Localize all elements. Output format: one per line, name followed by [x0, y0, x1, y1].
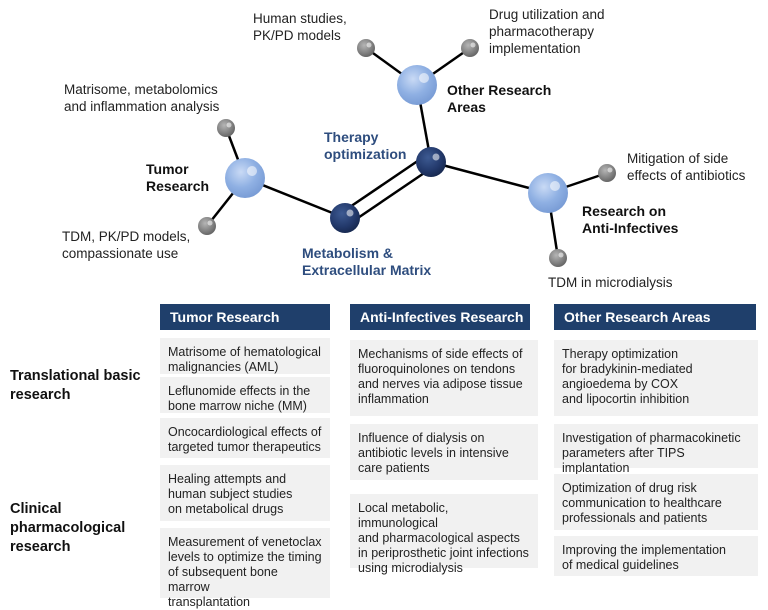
leaf-label-mitigation: Mitigation of side effects of antibiotic… — [627, 151, 746, 183]
leaf-label-human-studies: Human studies, PK/PD models — [253, 11, 347, 43]
row-label-translational: Translational basic research — [10, 368, 141, 403]
hub-node-other — [397, 65, 437, 105]
hub-node-antiinfectives — [528, 173, 568, 213]
tumor-box-3: Oncocardiological effects of targeted tu… — [160, 418, 330, 458]
hub-label-tumor: Tumor Research — [146, 161, 210, 194]
anti-box-3: Local metabolic, immunological and pharm… — [350, 494, 538, 575]
other-box-3: Optimization of drug risk communication … — [554, 474, 758, 530]
tumor-box-2: Leflunomide effects in the bone marrow n… — [160, 377, 330, 413]
hub-node-tumor — [225, 158, 265, 198]
leaf-node-drug-utilization — [461, 39, 479, 57]
other-box-4: Improving the implementation of medical … — [554, 536, 758, 576]
anti-box-1: Mechanisms of side effects of fluoroquin… — [350, 340, 538, 416]
leaf-node-mitigation — [598, 164, 616, 182]
bond-therapy-antiinfectives — [430, 160, 549, 195]
other-box-2: Investigation of pharmacokinetic paramet… — [554, 424, 758, 475]
leaf-label-tdm-pkpd: TDM, PK/PD models, compassionate use — [62, 229, 191, 261]
anti-box-2: Influence of dialysis on antibiotic leve… — [350, 424, 538, 480]
other-box-1: Therapy optimization for bradykinin-medi… — [554, 340, 758, 416]
hub-label-antiinfectives: Research on Anti-Infectives — [582, 203, 679, 236]
hub-node-metabolism — [330, 203, 360, 233]
header-other-research-areas: Other Research Areas — [554, 304, 756, 330]
leaf-label-drug-utilization: Drug utilization and pharmacotherapy imp… — [489, 7, 605, 56]
bond-metabolism-therapy-a — [348, 165, 434, 226]
tumor-box-1: Matrisome of hematological malignancies … — [160, 338, 330, 374]
leaf-node-matrisome — [217, 119, 235, 137]
hub-node-therapy — [416, 147, 446, 177]
tumor-box-5: Measurement of venetoclax levels to opti… — [160, 528, 330, 609]
leaf-node-human-studies — [357, 39, 375, 57]
leaf-node-tdm-pkpd — [198, 217, 216, 235]
row-label-clinical: Clinical pharmacological research — [10, 501, 126, 555]
header-anti-infectives-research: Anti-Infectives Research — [350, 304, 530, 330]
hub-label-therapy: Therapy optimization — [324, 129, 407, 162]
header-tumor-research: Tumor Research — [160, 304, 330, 330]
leaf-node-tdm-microdialysis — [549, 249, 567, 267]
hub-label-metabolism: Metabolism & Extracellular Matrix — [302, 245, 432, 278]
hub-label-other: Other Research Areas — [447, 82, 552, 115]
leaf-label-matrisome: Matrisome, metabolomics and inflammation… — [64, 82, 220, 114]
bond-metabolism-therapy-b — [340, 154, 426, 215]
tumor-box-4: Healing attempts and human subject studi… — [160, 465, 330, 521]
research-network-diagram — [198, 39, 616, 267]
leaf-label-tdm-microdialysis: TDM in microdialysis — [548, 275, 673, 290]
